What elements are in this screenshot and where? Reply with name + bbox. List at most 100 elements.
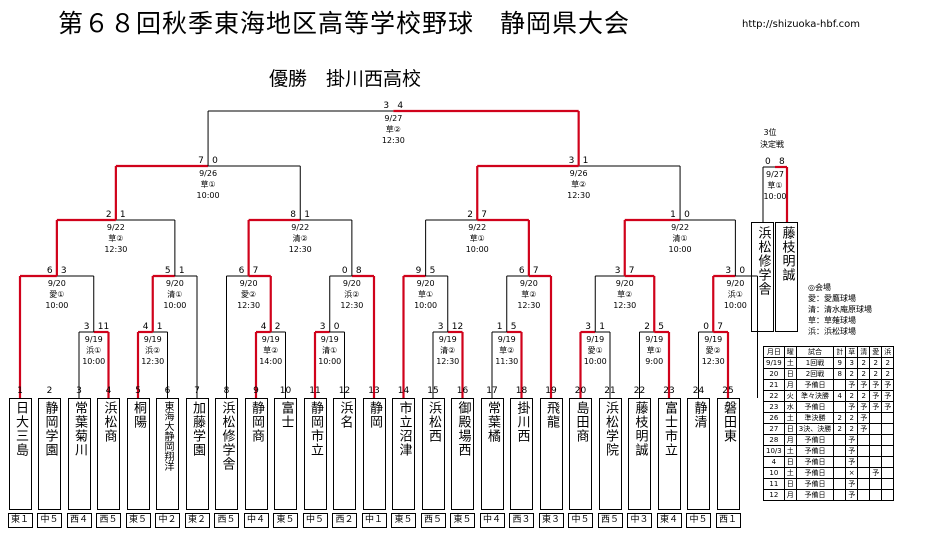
schedule-cell — [833, 434, 847, 446]
schedule-cell: 火 — [783, 390, 797, 402]
r1-match-7-time: 10:00 — [583, 357, 607, 366]
schedule-cell — [833, 379, 847, 391]
r2-match-5-time: 10:00 — [414, 301, 438, 310]
r2-match-5-venue: 草① — [418, 290, 434, 299]
team-number: 6 — [164, 386, 171, 396]
schedule-cell: 12 — [763, 489, 785, 501]
schedule-cell: 予備日 — [795, 434, 835, 446]
team-league: 東３ — [538, 513, 564, 528]
r3-match-4-date: 9/22 — [671, 223, 690, 232]
schedule-cell: 予 — [869, 379, 883, 391]
schedule-cell: 予 — [857, 423, 871, 435]
r2-match-4-score-a: 0 — [341, 266, 348, 276]
team-league: 東５ — [273, 513, 298, 528]
schedule-cell: 4 — [763, 456, 785, 468]
schedule-cell: 2 — [845, 412, 859, 424]
team-box: 掛川西 — [510, 398, 533, 510]
team-number: 21 — [604, 386, 616, 396]
r1-match-3-time: 14:00 — [259, 357, 283, 366]
schedule-cell — [857, 434, 871, 446]
r2-match-3-time: 12:30 — [237, 301, 261, 310]
team-number: 4 — [105, 386, 112, 396]
r3-match-3-score-b: 7 — [481, 210, 487, 220]
r2-match-1-score-b: 3 — [60, 266, 67, 276]
r3-match-4-time: 10:00 — [668, 245, 692, 254]
schedule-cell: 21 — [763, 379, 785, 391]
r1-match-7-venue: 愛① — [587, 346, 603, 355]
team-league: 西１ — [715, 513, 741, 528]
r1-match-8-score-a: 2 — [644, 322, 650, 332]
schedule-cell: 予 — [869, 401, 883, 413]
r3-match-3-venue: 草① — [469, 234, 485, 243]
schedule-cell: 予 — [869, 390, 883, 402]
venue-legend: ◎会場 愛：愛鷹球場 清：清水庵原球場 草：草薙球場 浜：浜松球場 — [808, 282, 872, 337]
team-number: 13 — [368, 386, 380, 396]
schedule-header-cell: 試合 — [795, 346, 835, 358]
r2-match-6-time: 12:30 — [517, 301, 541, 310]
team-box: 静岡商 — [244, 398, 268, 510]
team-box: 浜松修学舎 — [215, 398, 238, 510]
schedule-cell: 予 — [845, 478, 859, 490]
schedule-cell: 予備日 — [795, 401, 835, 413]
schedule-cell: 予備日 — [795, 467, 835, 479]
schedule-cell: 準々決勝 — [795, 390, 835, 402]
r2-match-2-score-a: 5 — [164, 266, 171, 276]
schedule-cell — [881, 489, 895, 501]
schedule-cell: 日 — [783, 368, 797, 380]
schedule-cell — [881, 445, 895, 457]
schedule-cell: 2 — [857, 390, 871, 402]
r1-match-8-venue: 草① — [646, 346, 662, 355]
r1-match-4-date: 9/19 — [320, 335, 339, 344]
r3-match-3-date: 9/22 — [468, 223, 487, 232]
team-box: 島田商 — [569, 398, 592, 510]
schedule-cell — [869, 478, 883, 490]
team-name: 掛川西 — [514, 401, 530, 443]
schedule-cell: 20 — [763, 368, 785, 380]
team-name: 常葉菊川 — [72, 401, 87, 457]
team-league: 西３ — [509, 513, 534, 528]
r2-match-8-score-b: 0 — [739, 266, 746, 276]
site-url[interactable]: http://shizuoka-hbf.com — [742, 19, 861, 30]
third-place-label-2: 決定戦 — [760, 140, 784, 149]
schedule-cell: 10 — [763, 467, 785, 479]
r3-match-4-venue: 清① — [672, 234, 688, 243]
schedule-cell: 2 — [857, 368, 871, 380]
team-name: 加藤学園 — [190, 401, 205, 457]
r2-match-6-score-b: 7 — [532, 266, 539, 276]
r1-match-5-time: 12:30 — [436, 357, 460, 366]
third-team-a: 浜松修学舎 — [751, 222, 774, 332]
team-league: 中２ — [155, 513, 180, 528]
schedule-cell — [869, 423, 883, 435]
schedule-cell: 月 — [783, 489, 797, 501]
sf-match-1-venue: 草① — [200, 180, 216, 189]
third-team-b-name: 藤枝明誠 — [779, 226, 795, 282]
r1-match-2-date: 9/19 — [143, 335, 162, 344]
schedule-cell: 土 — [783, 467, 797, 479]
team-league: 西５ — [597, 513, 623, 528]
team-league: 中５ — [302, 513, 328, 528]
team-league: 東５ — [125, 513, 151, 528]
final-match-date: 9/27 — [384, 114, 403, 123]
r1-match-5-date: 9/19 — [438, 335, 457, 344]
team-name: 富士市立 — [662, 401, 677, 457]
r2-match-5-score-b: 5 — [429, 266, 436, 276]
r2-match-7-score-a: 3 — [614, 266, 621, 276]
schedule-cell: 2 — [833, 423, 847, 435]
r1-match-5-venue: 清② — [440, 346, 456, 355]
schedule-cell — [857, 478, 871, 490]
schedule-cell — [833, 489, 847, 501]
page-title: 第６８回秋季東海地区高等学校野球 静岡県大会 — [58, 9, 631, 38]
r1-match-1-score-a: 3 — [83, 322, 90, 332]
r2-match-4-venue: 浜② — [344, 290, 360, 299]
r2-match-7-time: 12:30 — [613, 301, 637, 310]
team-league: 東５ — [450, 513, 475, 528]
schedule-cell: 月 — [783, 434, 797, 446]
team-name: 島田商 — [573, 401, 589, 443]
sf-match-1-score-a: 7 — [198, 156, 204, 166]
team-number: 16 — [456, 386, 469, 396]
schedule-header-cell: 浜 — [881, 346, 895, 358]
